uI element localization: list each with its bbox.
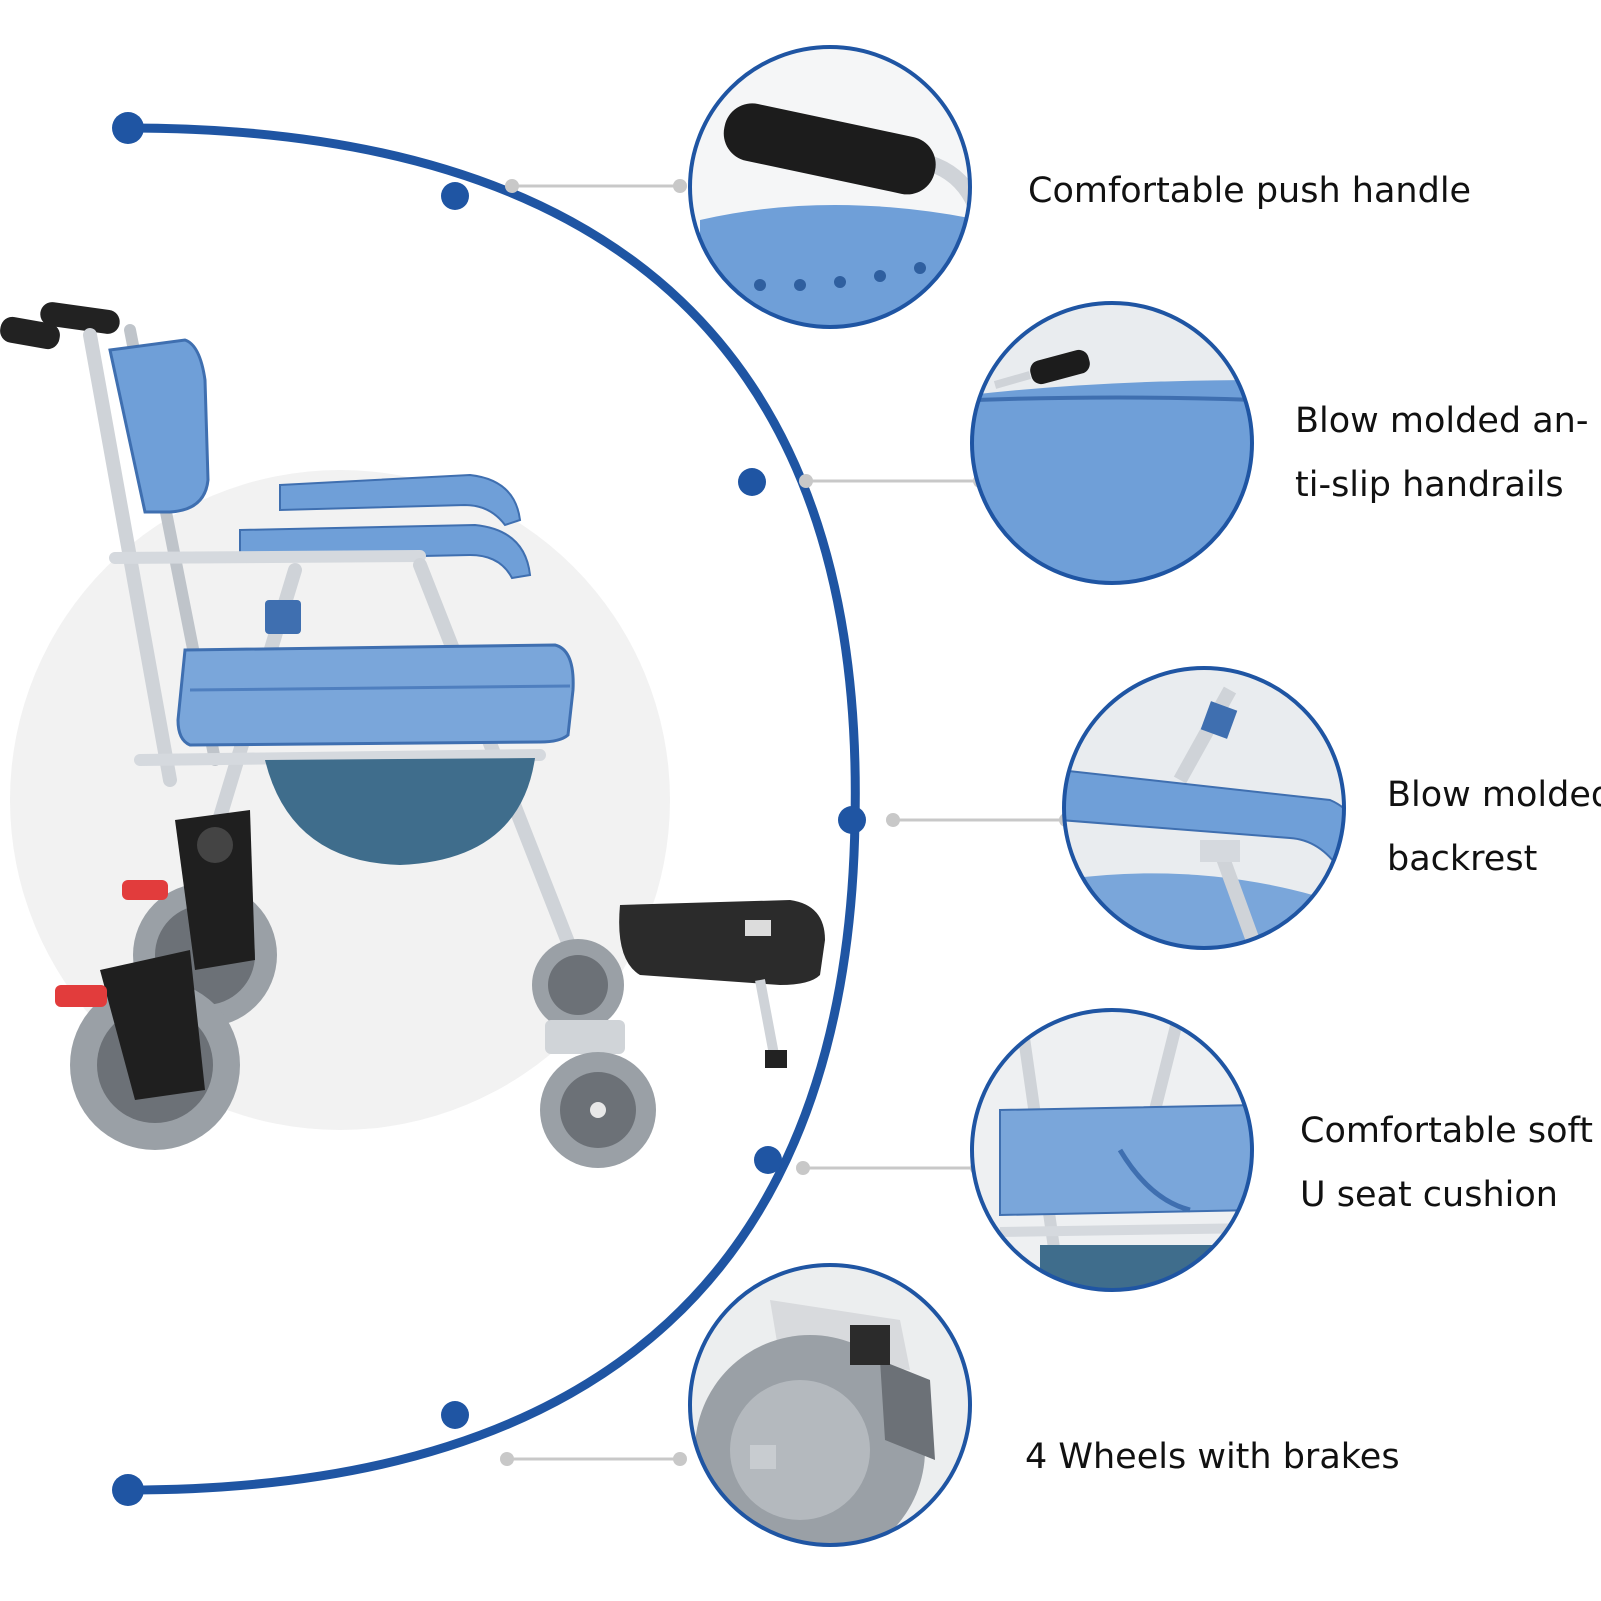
- brake-lever-upper: [122, 880, 168, 900]
- label-handrails: Blow molded an- ti-slip handrails: [1295, 389, 1588, 517]
- backrest: [108, 338, 210, 514]
- arc-marker-3: [838, 806, 866, 834]
- push-handle-detail: [688, 45, 972, 329]
- label-push-handle: Comfortable push handle: [1028, 159, 1471, 223]
- connector-4: [796, 1161, 984, 1175]
- label-line: Comfortable push handle: [1028, 171, 1472, 211]
- commode-wheelchair-image: [0, 302, 825, 1168]
- wheel-brake-detail: [688, 1263, 972, 1547]
- arc-marker-1: [441, 182, 469, 210]
- label-line: U seat cushion: [1300, 1175, 1558, 1215]
- label-line: Blow molded: [1387, 775, 1601, 815]
- connector-1: [505, 179, 687, 193]
- commode-bucket: [265, 758, 535, 865]
- label-backrest: Blow molded backrest: [1387, 763, 1601, 891]
- backrest-detail: [1062, 666, 1346, 950]
- label-seat-cushion: Comfortable soft U seat cushion: [1300, 1099, 1593, 1227]
- connector-5: [500, 1452, 687, 1466]
- label-wheels: 4 Wheels with brakes: [1025, 1425, 1400, 1489]
- connector-3: [886, 813, 1073, 827]
- seat-cushion-detail: [970, 1008, 1254, 1292]
- connector-2: [799, 474, 987, 488]
- arc-endpoint-bottom: [112, 1474, 144, 1506]
- label-line: Comfortable soft: [1300, 1111, 1593, 1151]
- push-handle-grip: [0, 316, 60, 350]
- label-line: ti-slip handrails: [1295, 465, 1564, 505]
- seat-cushion: [176, 643, 575, 747]
- arc-marker-5: [441, 1401, 469, 1429]
- arc-endpoint-top: [112, 112, 144, 144]
- armrest-rear: [279, 473, 522, 527]
- arc-marker-4: [754, 1146, 782, 1174]
- label-line: backrest: [1387, 839, 1538, 879]
- handrail-detail: [970, 301, 1254, 585]
- arc-marker-2: [738, 468, 766, 496]
- footrest: [619, 900, 825, 985]
- brake-lever-lower: [55, 985, 107, 1007]
- label-line: 4 Wheels with brakes: [1025, 1437, 1400, 1477]
- label-line: Blow molded an-: [1295, 401, 1589, 441]
